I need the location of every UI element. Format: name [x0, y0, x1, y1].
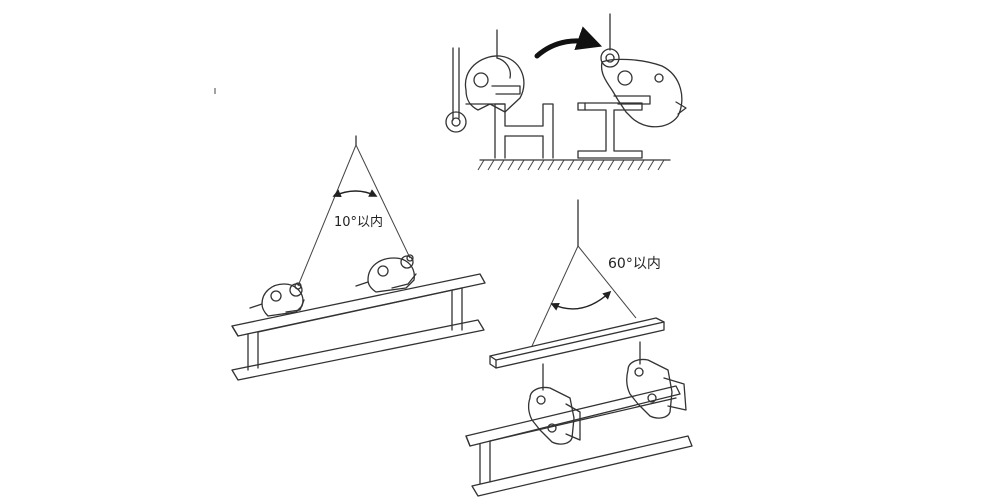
- sling-lines: [297, 144, 411, 287]
- i-beam-horizontal-left: [231, 273, 486, 381]
- sequence-arrow: [534, 26, 603, 59]
- i-beam-upright: [577, 102, 643, 159]
- installation-sequence: [445, 13, 687, 171]
- angle-arc-right: [550, 290, 612, 311]
- clamp-after: [600, 13, 687, 128]
- clamp-left-2: [355, 254, 417, 293]
- spreader-bar: [489, 317, 665, 369]
- vertical-lift-setup: 10°以内: [231, 135, 486, 381]
- ground-line: [477, 159, 671, 171]
- angle-label-right: 60°以内: [608, 256, 661, 272]
- angle-label-left: 10°以内: [334, 214, 383, 230]
- horizontal-lift-setup: 60°以内: [465, 199, 693, 497]
- clamp-before: [445, 29, 525, 133]
- clamp-right-2: [626, 341, 687, 419]
- i-beam-horizontal-right: [465, 385, 693, 497]
- clamp-left-1: [249, 282, 305, 317]
- clamp-right-1: [528, 363, 581, 445]
- angle-arc-left: [332, 189, 378, 198]
- h-beam-upright: [494, 103, 554, 159]
